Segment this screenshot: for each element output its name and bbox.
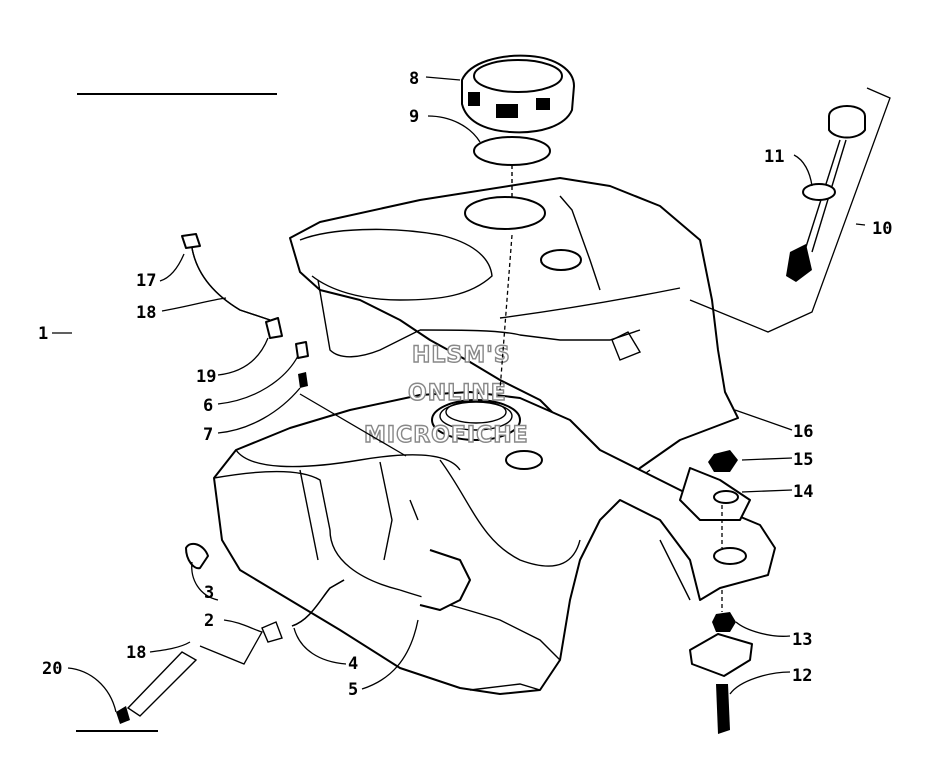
callout-8: 8 <box>409 69 419 89</box>
watermark-line-2: ONLINE <box>408 381 507 406</box>
watermark-line-1: HLSM'S <box>412 343 511 368</box>
fuel-gauge-sender <box>786 105 866 282</box>
callout-15: 15 <box>793 450 813 470</box>
callout-11: 11 <box>764 147 784 167</box>
callout-3: 3 <box>204 583 214 603</box>
callout-2: 2 <box>204 611 214 631</box>
callout-20: 20 <box>42 659 62 679</box>
callout-1: 1 <box>38 324 48 344</box>
callout-18-lower: 18 <box>126 643 146 663</box>
callout-19: 19 <box>196 367 216 387</box>
callout-7: 7 <box>203 425 213 445</box>
tank-cover <box>289 177 739 493</box>
leader-lines <box>52 76 866 713</box>
callout-13: 13 <box>792 630 812 650</box>
fuel-tank <box>213 391 776 695</box>
callout-5: 5 <box>348 680 358 700</box>
callout-labels: 1 2 3 4 5 6 7 8 9 10 11 12 13 14 15 16 1… <box>38 69 892 700</box>
callout-10: 10 <box>872 219 892 239</box>
callout-12: 12 <box>792 666 812 686</box>
callout-9: 9 <box>409 107 419 127</box>
sender-grommet <box>802 183 836 201</box>
callout-14: 14 <box>793 482 813 502</box>
cap-gasket <box>473 136 551 166</box>
callout-6: 6 <box>203 396 213 416</box>
vent-hose-assembly <box>181 233 309 388</box>
callout-17: 17 <box>136 271 156 291</box>
callout-18-upper: 18 <box>136 303 156 323</box>
watermark-line-3: MICROFICHE <box>364 423 529 448</box>
callout-16: 16 <box>793 422 813 442</box>
callout-4: 4 <box>348 654 358 674</box>
watermark: HLSM'S ONLINE MICROFICHE <box>363 342 529 448</box>
mount-fasteners <box>689 450 753 734</box>
fuel-cap <box>461 54 575 134</box>
